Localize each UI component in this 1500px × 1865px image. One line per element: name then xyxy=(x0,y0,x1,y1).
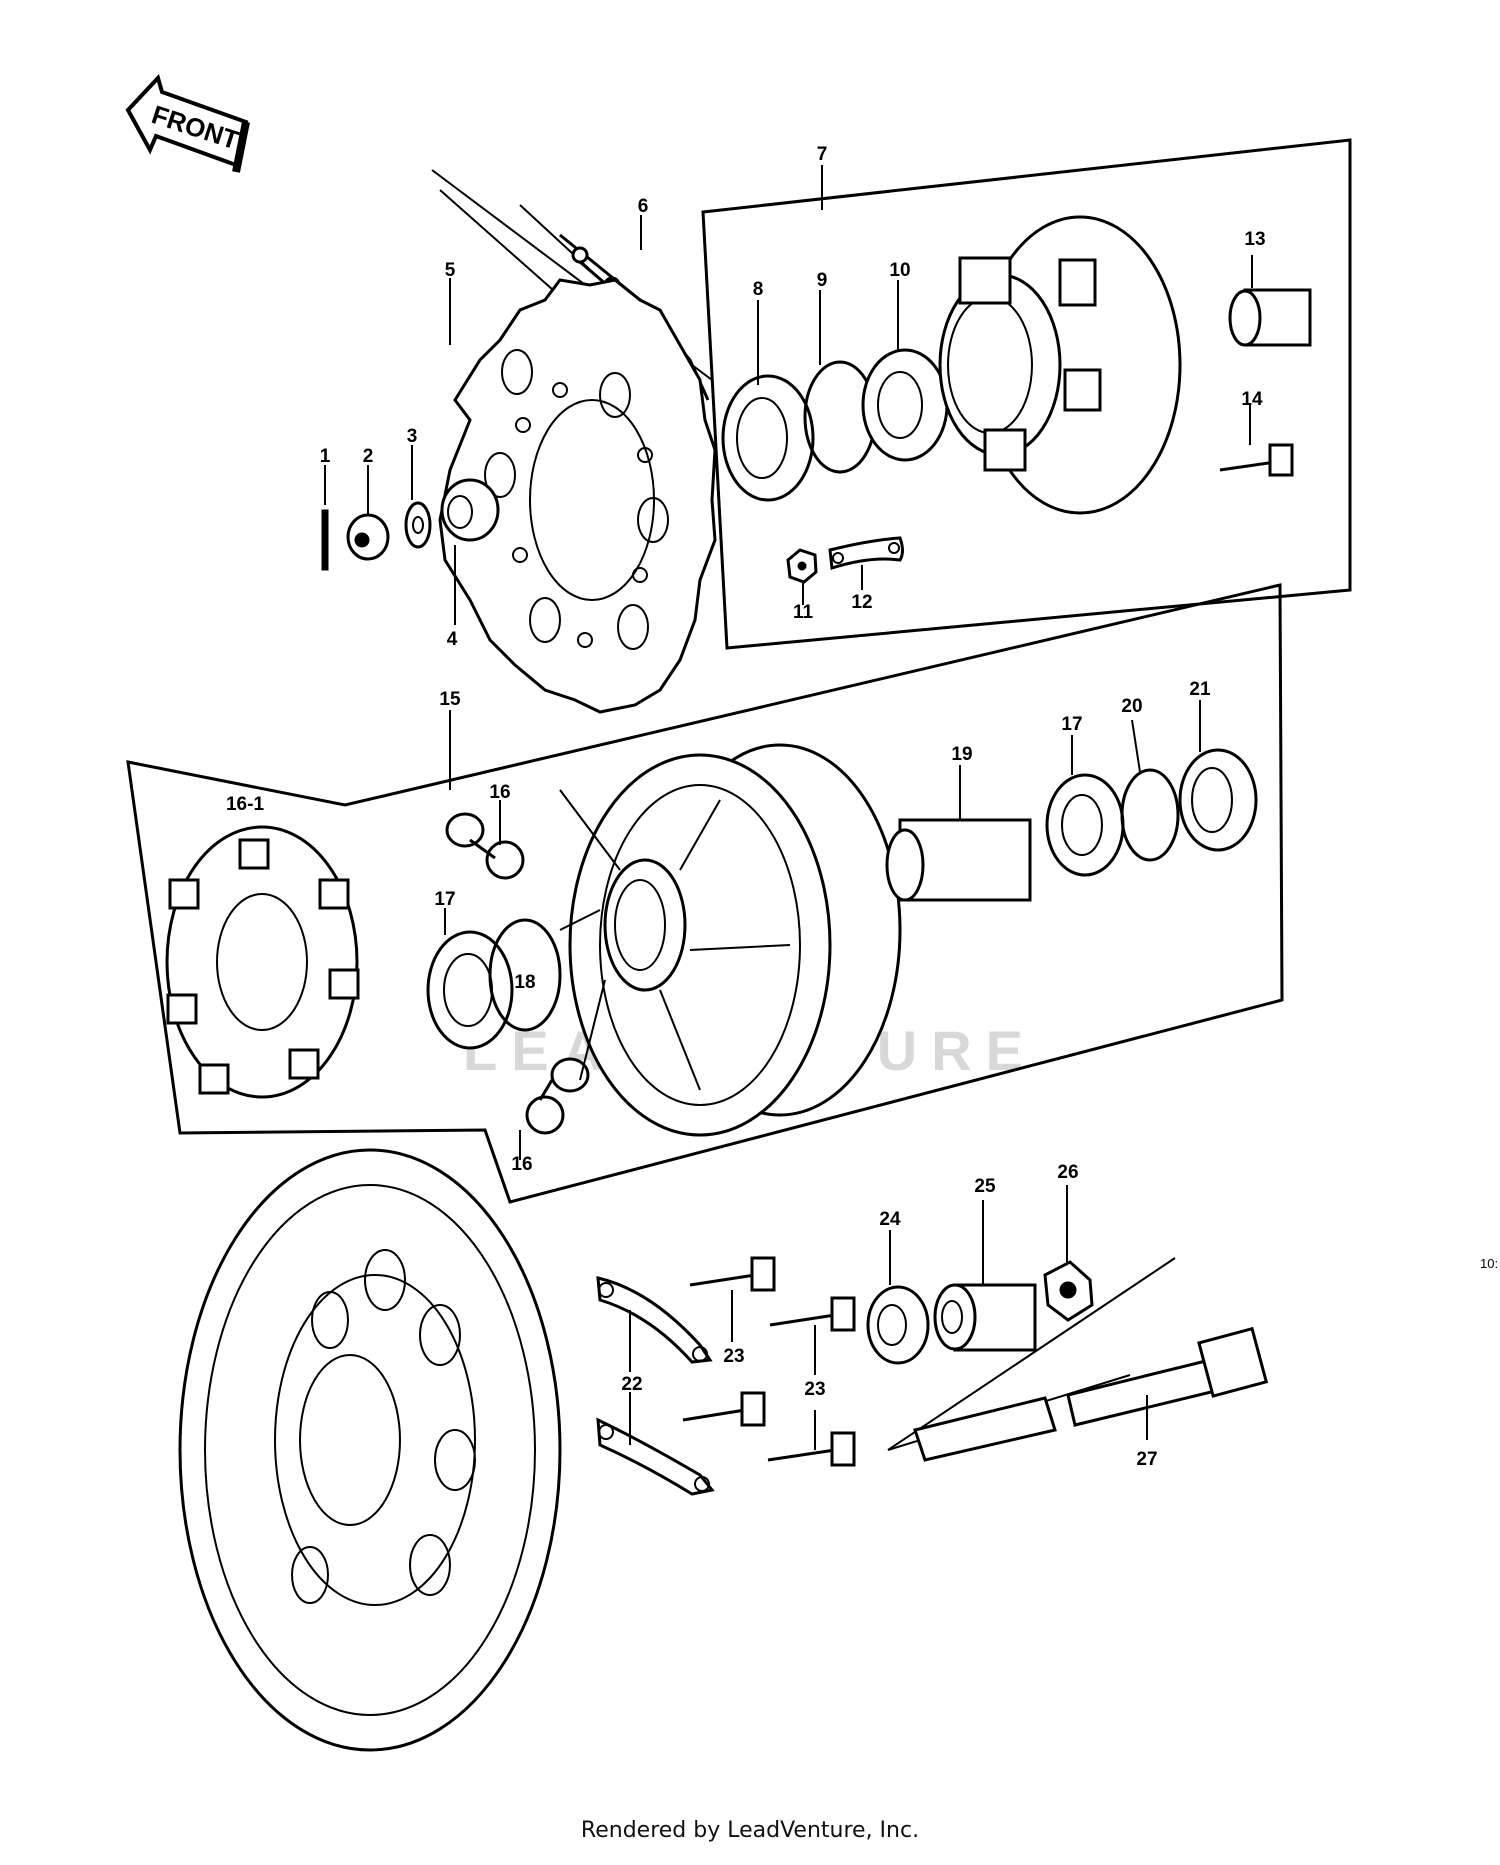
callout-22-top: 22 xyxy=(621,1374,642,1395)
lock-plate-icon xyxy=(596,1276,713,1364)
bearing-icon xyxy=(426,930,514,1050)
spacer-sleeve-icon xyxy=(933,1283,1037,1352)
callout-20: 20 xyxy=(1121,696,1142,717)
bolt-icon xyxy=(689,1256,776,1292)
sprocket-nut-icon xyxy=(346,513,390,561)
bolt-icon xyxy=(769,1296,856,1332)
lock-plate-icon xyxy=(596,1417,715,1496)
callout-5: 5 xyxy=(445,260,456,281)
bolt-icon xyxy=(767,1431,856,1467)
callout-11: 11 xyxy=(793,602,814,623)
callout-9: 9 xyxy=(817,270,828,291)
callout-4: 4 xyxy=(447,629,458,650)
callout-18: 18 xyxy=(514,972,535,993)
washer-icon xyxy=(404,501,432,549)
callout-25: 25 xyxy=(974,1176,996,1197)
callout-26: 26 xyxy=(1057,1162,1078,1183)
callout-7: 7 xyxy=(817,144,828,165)
callout-3: 3 xyxy=(407,426,418,447)
callout-15: 15 xyxy=(439,689,461,710)
callout-19: 19 xyxy=(951,744,972,765)
callout-16-bottom: 16 xyxy=(511,1154,532,1175)
axle-nut-icon xyxy=(1043,1260,1094,1322)
oil-seal-icon xyxy=(1178,748,1258,852)
bearing-icon xyxy=(861,348,949,462)
callout-10: 10 xyxy=(889,260,910,281)
callout-13: 13 xyxy=(1244,229,1265,250)
rear-axle-icon xyxy=(887,1257,1269,1462)
cotter-pin-icon xyxy=(321,509,329,571)
oil-seal-icon xyxy=(721,374,815,502)
callout-23-a: 23 xyxy=(723,1346,744,1367)
callout-2: 2 xyxy=(363,446,374,467)
bearing-icon xyxy=(1045,773,1125,877)
callout-21: 21 xyxy=(1189,679,1211,700)
callout-14: 14 xyxy=(1241,389,1263,410)
callout-12: 12 xyxy=(851,592,872,613)
front-arrow-icon: FRONT xyxy=(125,74,250,173)
callout-27: 27 xyxy=(1136,1449,1157,1470)
stud-bolt-icon xyxy=(1219,443,1294,477)
brake-disc-icon xyxy=(178,1148,562,1752)
hub-damper-icon xyxy=(165,825,360,1099)
hex-nut-icon xyxy=(786,548,818,584)
rear-sprocket-icon xyxy=(438,278,717,714)
wheel-assembly-frame xyxy=(126,583,1284,1204)
spacer-sleeve-icon xyxy=(885,818,1032,902)
callout-16-1: 16-1 xyxy=(226,794,264,815)
rubber-damper-icon xyxy=(525,1057,590,1135)
lock-plate-icon xyxy=(828,536,904,570)
callout-24: 24 xyxy=(879,1209,901,1230)
callout-8: 8 xyxy=(753,279,764,300)
callout-6: 6 xyxy=(638,196,649,217)
bolt-icon xyxy=(682,1391,766,1427)
callout-17-right: 17 xyxy=(1061,714,1082,735)
callout-1: 1 xyxy=(320,446,331,467)
collar-icon xyxy=(866,1285,930,1365)
side-code: 10: xyxy=(1480,1256,1498,1271)
hub-assembly-frame xyxy=(701,138,1352,650)
leader-lines xyxy=(324,165,1253,1450)
callout-17-left: 17 xyxy=(434,889,455,910)
footer-credit: Rendered by LeadVenture, Inc. xyxy=(580,1818,920,1843)
callout-16-top: 16 xyxy=(489,782,510,803)
collar-icon xyxy=(1228,288,1312,347)
rubber-damper-icon xyxy=(445,812,525,880)
o-ring-icon xyxy=(488,918,562,1032)
wheel-hub-icon xyxy=(559,743,902,1137)
callout-23-b: 23 xyxy=(804,1379,825,1400)
sprocket-spacer-icon xyxy=(440,478,500,542)
callout-labels: 1 2 3 4 5 6 7 8 9 10 13 14 11 12 15 16 1… xyxy=(226,144,1266,1470)
circlip-icon xyxy=(1120,768,1180,862)
coupling-hub-icon xyxy=(938,215,1182,515)
